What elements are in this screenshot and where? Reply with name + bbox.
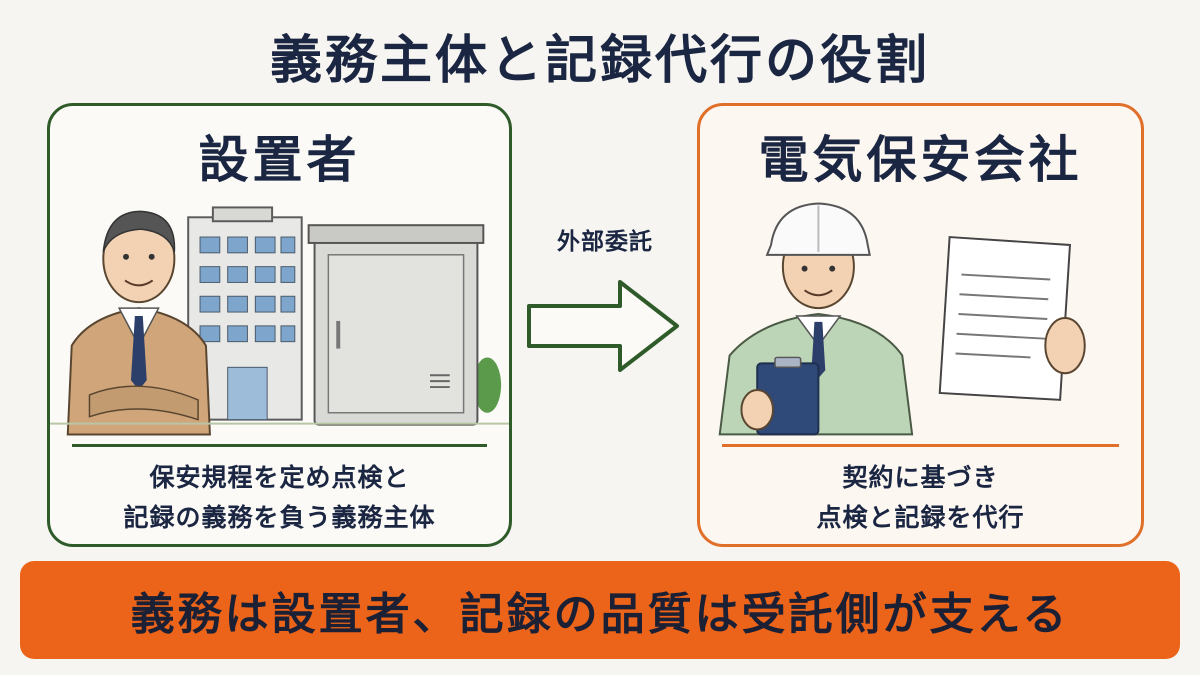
installer-caption-line1: 保安規程を定め点検と (149, 463, 410, 492)
installer-caption-line2: 記録の義務を負う義務主体 (123, 503, 436, 532)
outsourcing-label: 外部委託 (557, 229, 653, 255)
safety-company-panel: 電気保安会社 (697, 103, 1144, 547)
page-title: 義務主体と記録代行の役割 (269, 31, 930, 91)
cubicle-equipment-illustration (307, 224, 485, 426)
safety-company-caption-line1: 契約に基づき (842, 463, 999, 492)
safety-company-divider (722, 444, 1119, 447)
safety-company-caption: 契約に基づき 点検と記録を代行 (700, 458, 1141, 538)
document-sheet-illustration (938, 236, 1086, 401)
summary-banner-text: 義務は設置者、記録の品質は受託側が支える (130, 589, 1070, 640)
safety-company-title: 電気保安会社 (758, 131, 1083, 189)
businessman-illustration (66, 210, 211, 436)
installer-divider (72, 444, 487, 447)
right-arrow-icon (527, 280, 679, 372)
safety-company-illustration (718, 202, 1086, 436)
installer-caption: 保安規程を定め点検と 記録の義務を負う義務主体 (50, 458, 509, 538)
installer-illustration (50, 206, 509, 436)
installer-panel: 設置者 (47, 103, 512, 547)
summary-banner: 義務は設置者、記録の品質は受託側が支える (20, 561, 1180, 659)
installer-title: 設置者 (198, 131, 361, 189)
clipboard-illustration (740, 356, 820, 436)
safety-company-caption-line2: 点検と記録を代行 (816, 503, 1025, 532)
